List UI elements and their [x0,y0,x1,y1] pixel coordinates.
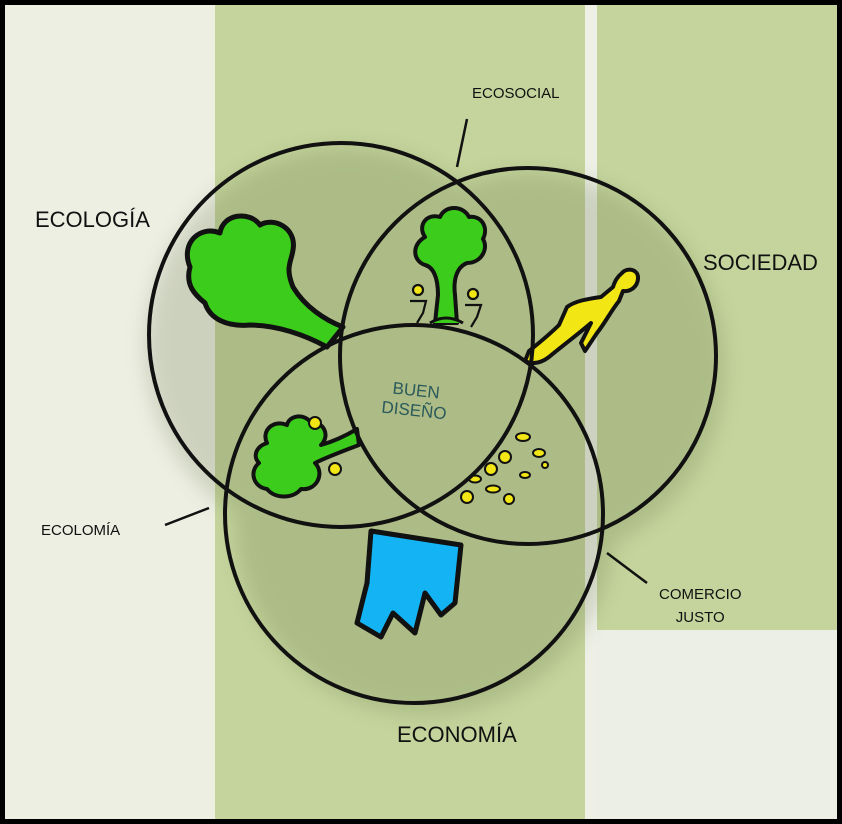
venn-circles [147,141,718,705]
coins-icon [460,432,549,505]
label-comercio-justo: COMERCIO JUSTO [659,583,742,630]
leader-comercio [606,552,648,584]
circle-sociedad [338,166,718,546]
coins-icon [308,416,342,476]
circle-ecologia [147,141,535,529]
water-icon [354,528,464,640]
background-band-right-bottom [597,630,837,819]
label-comercio-line2: JUSTO [675,609,725,627]
circle-economia [223,323,605,705]
label-ecosocial: ECOSOCIAL [472,85,560,102]
label-sociedad: SOCIEDAD [703,250,818,275]
label-ecologia: ECOLOGÍA [35,207,150,232]
venn-diagram [145,118,725,715]
label-comercio-line1: COMERCIO [659,586,742,603]
tree-icon [413,206,488,325]
figures-icon [410,283,483,328]
leader-ecosocial [455,118,469,168]
label-ecolomia: ECOLOMÍA [41,522,121,539]
leader-ecolomia [164,506,210,527]
tree-icon [184,213,346,350]
label-economia: ECONOMÍA [397,722,517,747]
person-icon [523,267,640,366]
tree-icon [251,414,361,499]
center-label: BUEN DISEÑO [373,377,457,426]
leader-lines [164,118,648,584]
